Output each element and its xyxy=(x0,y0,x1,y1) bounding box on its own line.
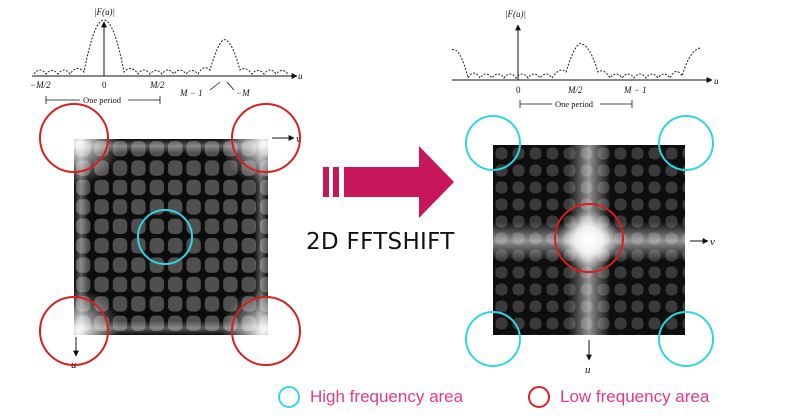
left-edge-band-left xyxy=(74,139,88,335)
right-plot-ylabel: |F(u)| xyxy=(505,9,526,19)
legend-high-label: High frequency area xyxy=(310,387,464,406)
left-plot-tick-line-2 xyxy=(226,81,235,91)
right-center-glow xyxy=(559,210,619,270)
right-plot-axis-var: u xyxy=(714,76,719,86)
left-plot-ylabel: |F(u)| xyxy=(94,7,115,17)
left-plot-tick-neg-m2: −M/2 xyxy=(30,80,51,90)
right-circles xyxy=(465,115,714,367)
right-plot-tick-zero: 0 xyxy=(516,85,521,95)
arrow-caption: 2D FFTSHIFT xyxy=(306,229,455,255)
left-plot-period-bg xyxy=(80,94,128,106)
left-plot-tick-m-minus-1: M − 1 xyxy=(179,88,203,98)
left-1d-plot: |F(u)| u −M/2 0 M/2 M − 1 −M One period xyxy=(30,7,303,106)
right-high-circle-tl xyxy=(465,115,521,171)
left-low-circle-tl xyxy=(39,103,109,173)
arrow-body xyxy=(344,146,454,218)
legend-low-label: Low frequency area xyxy=(560,387,710,406)
right-image-u-label: u xyxy=(585,364,591,376)
left-circles xyxy=(39,103,301,366)
left-plot-axis-var: u xyxy=(298,71,303,81)
left-low-circle-br xyxy=(231,296,301,366)
left-high-circle-center xyxy=(137,209,193,265)
legend-low-frequency: Low frequency area xyxy=(528,384,709,410)
left-spectrum-image xyxy=(36,101,306,373)
left-plot-tick-m2: M/2 xyxy=(149,80,165,90)
right-high-circle-tr xyxy=(658,115,714,171)
left-edge-band-top xyxy=(74,139,268,153)
right-plot-tick-m2: M/2 xyxy=(567,85,583,95)
legend-high-circle-icon xyxy=(278,386,300,408)
legend-low-circle-icon xyxy=(528,386,550,408)
right-high-circle-br xyxy=(658,311,714,367)
left-plot-tick-zero: 0 xyxy=(102,80,107,90)
right-plot-tick-m-minus-1: M − 1 xyxy=(623,85,647,95)
left-low-circle-bl xyxy=(39,296,109,366)
right-plot-period-label: One period xyxy=(555,99,594,109)
left-plot-period-label: One period xyxy=(83,95,122,105)
left-edge-band-right xyxy=(254,139,268,335)
right-high-circle-bl xyxy=(465,311,521,367)
left-plot-tick-neg-m: −M xyxy=(236,88,250,98)
arrow-stripe-2 xyxy=(333,167,339,197)
left-low-circle-tr xyxy=(231,103,301,173)
left-plot-tick-line xyxy=(209,81,221,91)
legend-high-frequency: High frequency area xyxy=(278,384,463,410)
right-image-v-label: v xyxy=(710,236,715,248)
right-1d-plot: |F(u)| u 0 M/2 M − 1 One period xyxy=(451,9,719,110)
right-image-axes: v u xyxy=(585,236,715,376)
right-spectrum-image xyxy=(493,145,685,335)
left-edge-band-bottom xyxy=(74,321,268,335)
left-plot-curve xyxy=(33,19,289,75)
arrow-stripe-1 xyxy=(323,167,329,197)
right-low-circle-center xyxy=(554,203,624,273)
right-plot-curve xyxy=(451,43,701,80)
right-plot-period-bg xyxy=(552,98,600,110)
left-image-v-label: v xyxy=(296,133,301,145)
fftshift-arrow xyxy=(323,146,454,218)
